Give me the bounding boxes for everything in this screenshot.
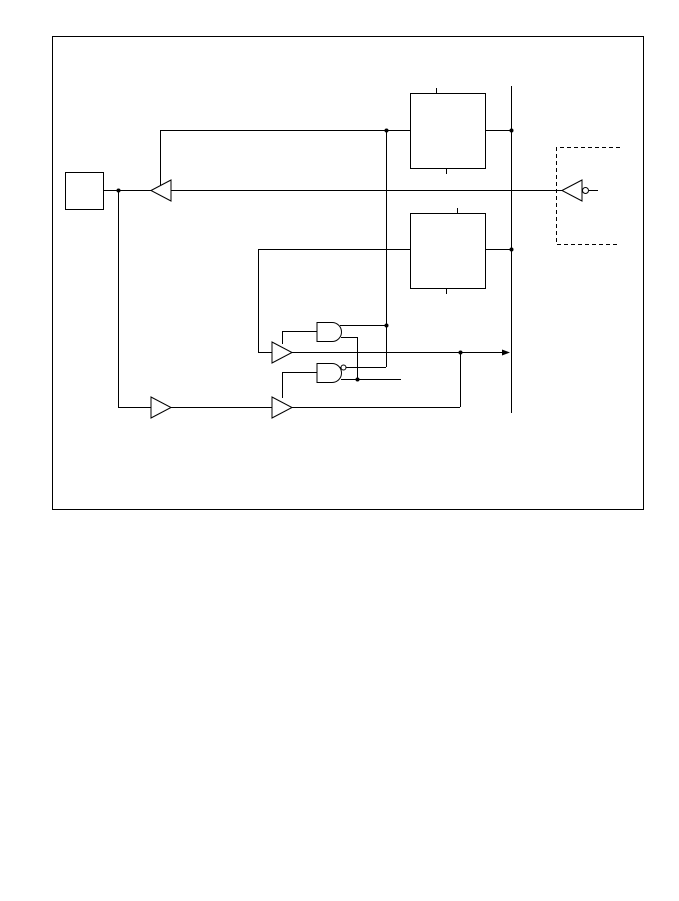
lower-buffer-1 <box>150 396 173 419</box>
junction-dot <box>509 247 514 252</box>
junction-dot <box>116 188 121 193</box>
junction-dot <box>458 350 463 355</box>
inverter-bubble <box>582 187 589 194</box>
and-gate-upper <box>316 322 342 342</box>
and-lower-bubble <box>340 364 347 371</box>
junction-dot <box>355 377 360 382</box>
bus-arrow <box>502 349 510 356</box>
output-buffer-upper <box>271 341 294 364</box>
junction-dot <box>384 323 389 328</box>
pad-box <box>65 172 104 210</box>
junction-dot <box>384 128 389 133</box>
external-dashed-box <box>556 147 620 245</box>
lower-buffer-2 <box>271 396 294 419</box>
lower-block <box>410 213 486 289</box>
upper-block <box>410 93 486 169</box>
diagram-border <box>52 36 644 510</box>
junction-dot <box>509 128 514 133</box>
and-gate-lower <box>316 363 342 383</box>
external-inverter <box>560 179 583 202</box>
